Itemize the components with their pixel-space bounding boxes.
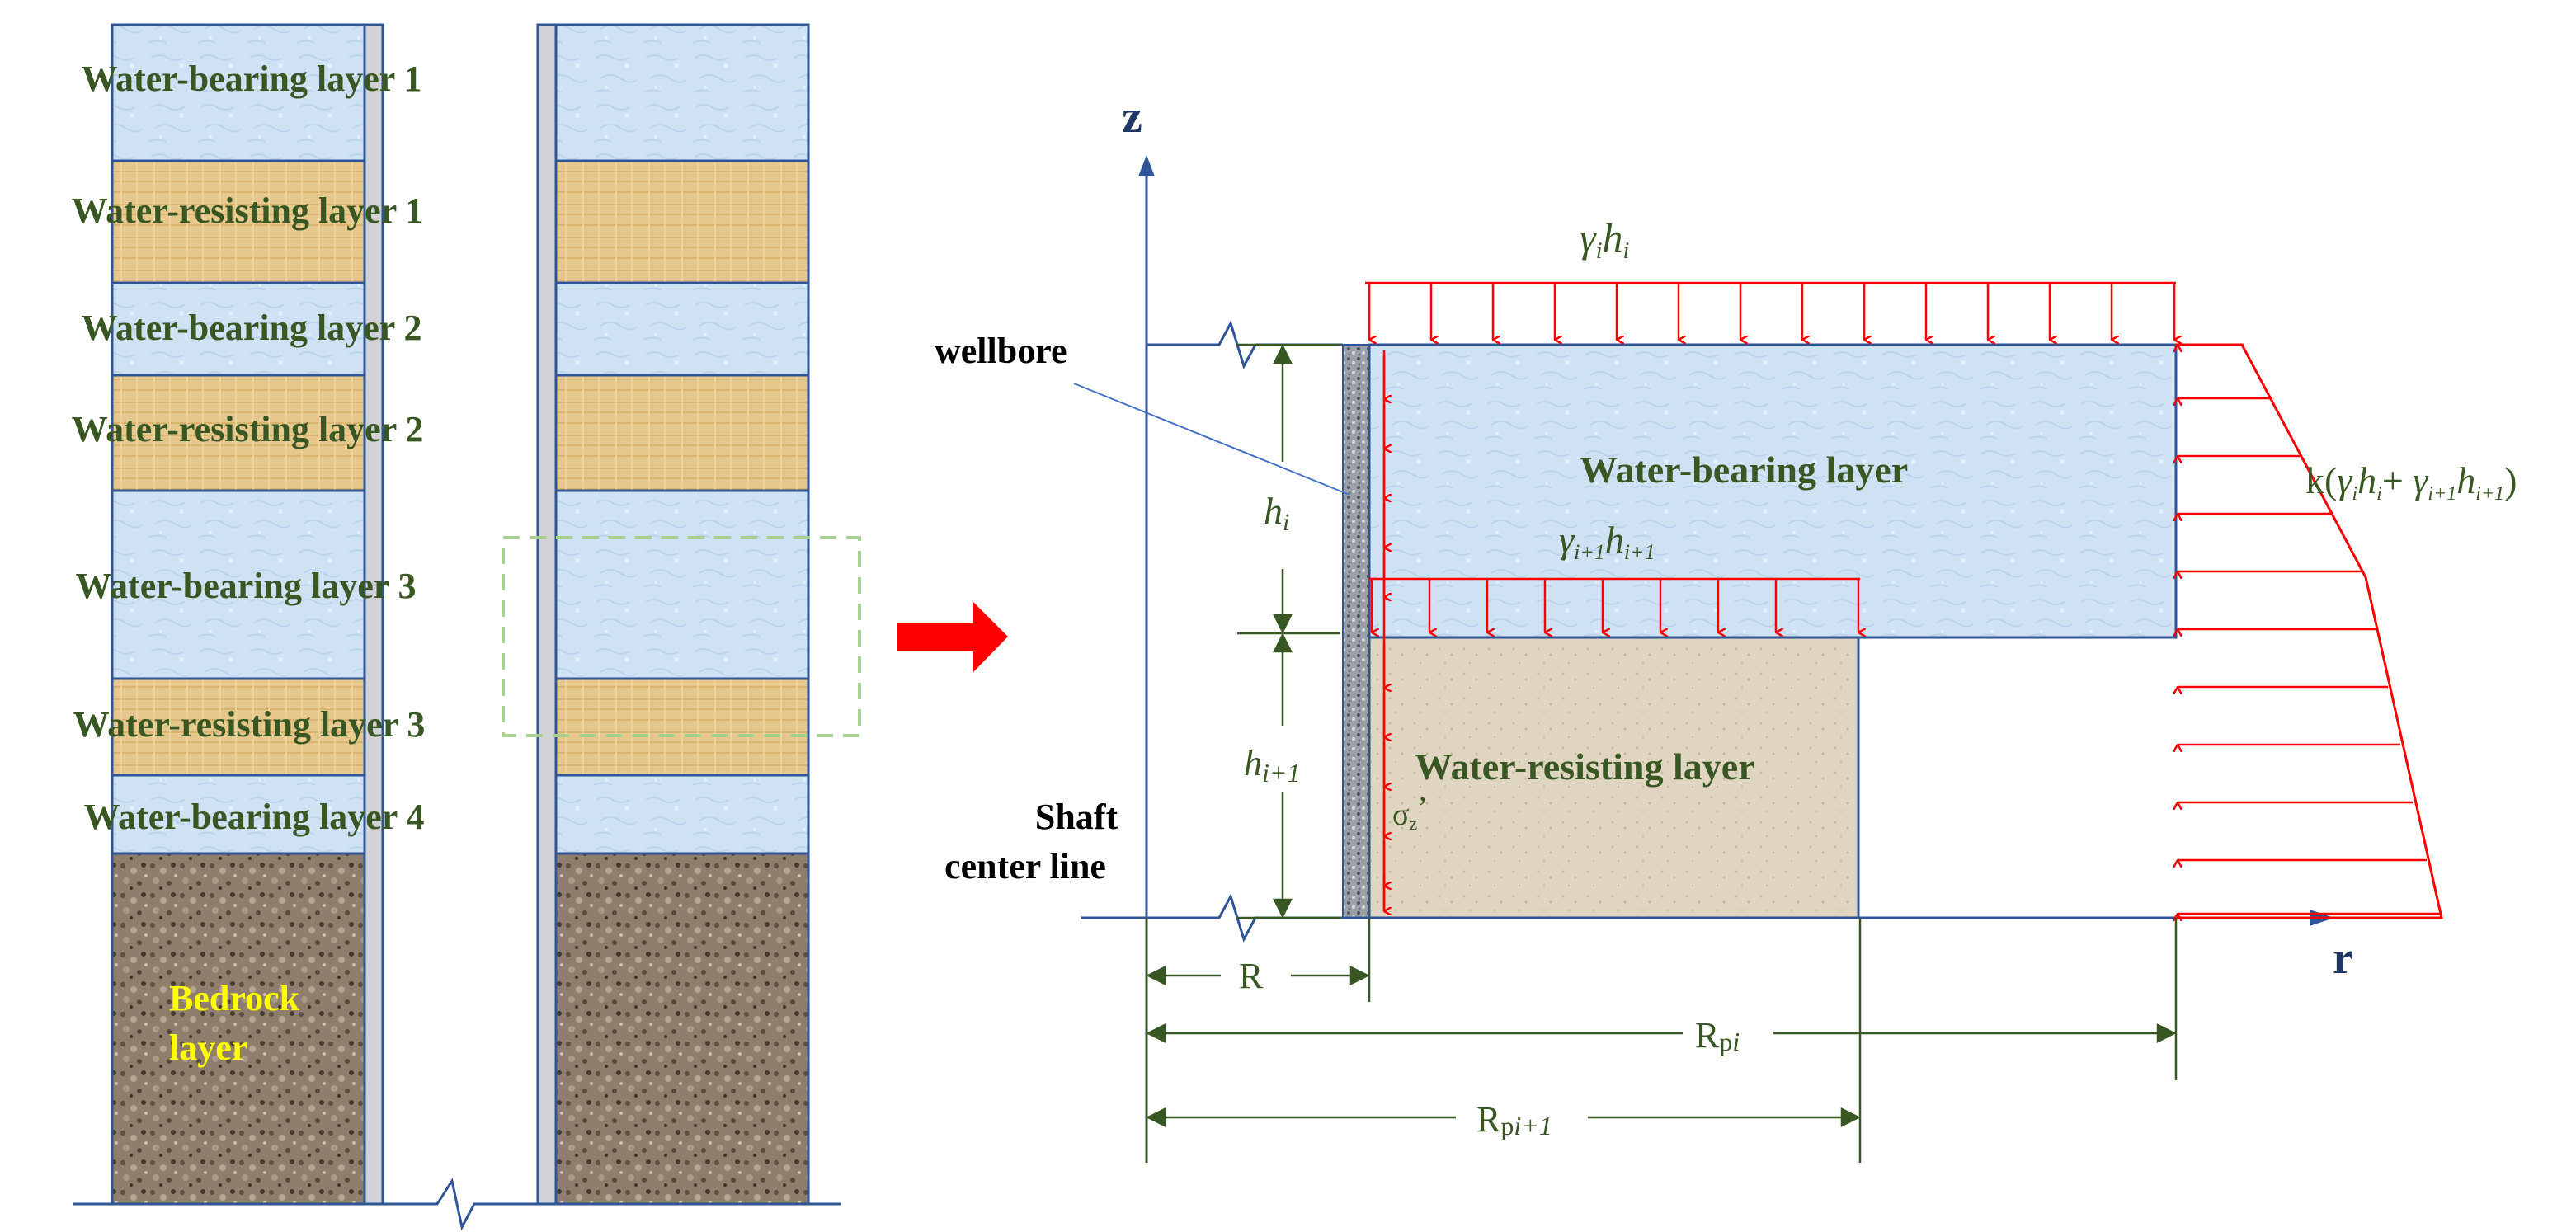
wr-layer-3 [112,679,365,775]
wellbore-wall [1342,344,1370,919]
shaft-wall-2 [536,23,558,1206]
wb-layer-3 [112,491,365,679]
label-wb-1: Water-bearing layer 1 [81,59,421,99]
top-load-label: γihi [1580,214,1629,264]
wr-layer-1 [112,161,365,283]
upper-water-bearing-block [1368,343,2178,639]
left-column-1 [111,23,384,1206]
mid-load [1369,577,1860,632]
label-bedrock-2: layer [169,1027,247,1068]
wb-layer-4 [112,775,365,853]
label-wr-1: Water-resisting layer 1 [72,190,424,231]
radius-dimensions [1145,918,2178,1163]
label-wr-3: Water-resisting layer 3 [73,704,426,745]
wb-layer-1 [112,25,365,161]
lateral-load-label: k(γihi+ γi+1hi+1) [2305,459,2517,505]
shaft-label-1: Shaft [1035,797,1118,837]
label-bedrock-1: Bedrock [169,978,300,1018]
upper-layer-label: Water-bearing layer [1580,449,1908,491]
dim-hi1-label: hi+1 [1244,743,1300,788]
label-wb-2: Water-bearing layer 2 [81,308,421,348]
bedrock [112,853,365,1204]
top-load [1365,281,2176,340]
wb-layer-2 [112,283,365,375]
selection-box [502,536,861,737]
dim-Rpi1-label: Rpi+1 [1476,1099,1552,1140]
sigma-label: σz’ [1392,791,1428,834]
label-wr-2: Water-resisting layer 2 [72,409,424,449]
height-dimensions [1237,343,1340,919]
mid-load-label: γi+1hi+1 [1559,519,1655,564]
dim-hi-label: hi [1264,490,1289,536]
lower-layer-label: Water-resisting layer [1415,745,1755,788]
lateral-arrows [2178,343,2440,914]
label-wb-4: Water-bearing layer 4 [83,797,424,837]
dim-R-label: R [1239,956,1264,996]
transition-arrow [897,602,1008,672]
label-wb-3: Water-bearing layer 3 [75,566,416,606]
shaft-label-2: center line [944,846,1106,886]
ground-break-line [73,1178,841,1231]
wr-layer-2 [112,375,365,491]
left-column-2 [536,23,810,1206]
r-axis-label: r [2333,933,2353,984]
lateral-pressure-envelope [2176,343,2443,919]
wellbore-label: wellbore [935,331,1067,371]
wellbore-pointer [1073,383,1350,496]
z-axis-label: z [1122,92,1142,143]
dim-Rpi-label: Rpi [1695,1015,1740,1056]
